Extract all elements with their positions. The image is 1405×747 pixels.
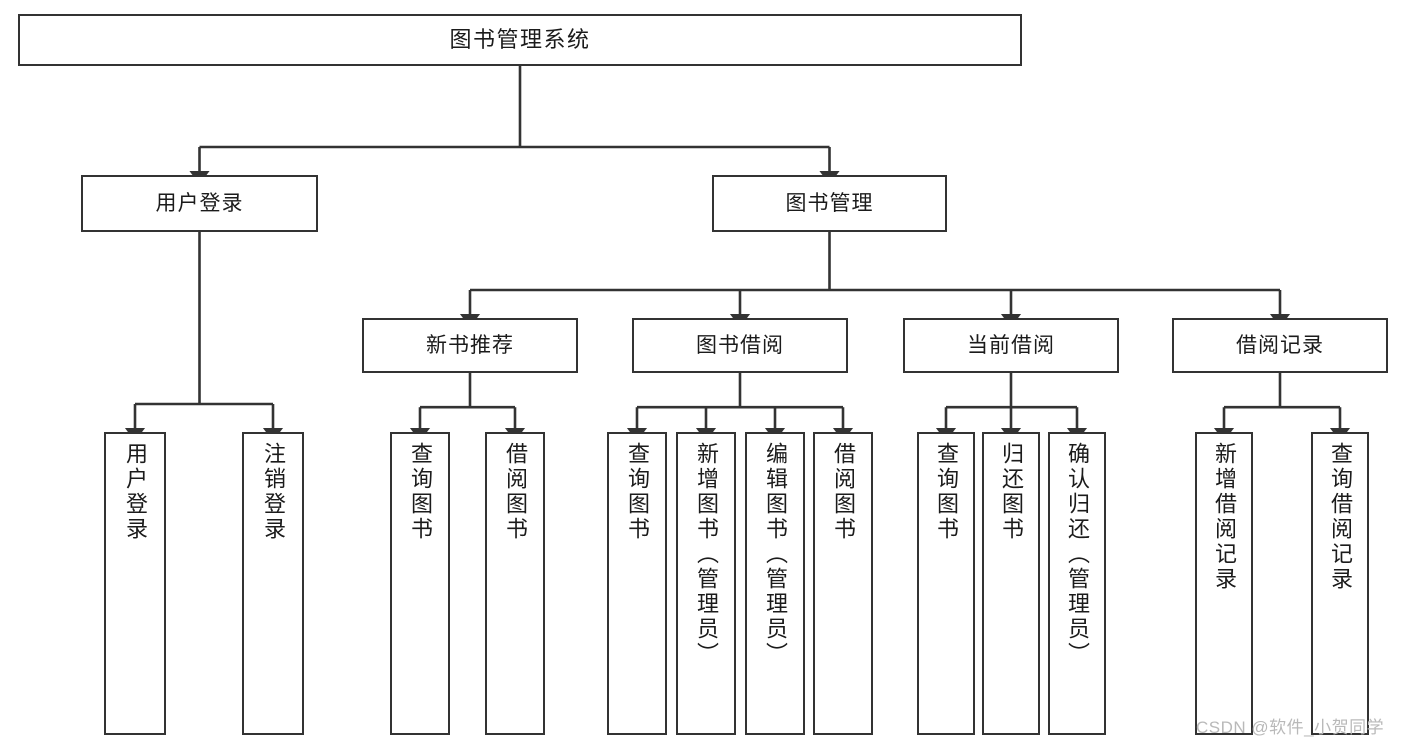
leaf-return-book-label: 归还图书 [999, 442, 1024, 542]
node-user-login[interactable]: 用户登录 [81, 175, 318, 232]
leaf-user-login[interactable]: 用户登录 [104, 432, 166, 735]
edge-bus [946, 373, 1077, 409]
edge-bus [199, 66, 830, 149]
leaf-query-book-3[interactable]: 查询图书 [917, 432, 975, 735]
node-book-borrow-label: 图书借阅 [696, 333, 784, 357]
node-root[interactable]: 图书管理系统 [18, 14, 1022, 66]
leaf-query-book-1-label: 查询图书 [408, 442, 433, 542]
leaf-borrow-book-2[interactable]: 借阅图书 [813, 432, 873, 735]
edge-bus [637, 373, 843, 409]
node-book-manage[interactable]: 图书管理 [712, 175, 947, 232]
leaf-edit-book[interactable]: 编辑图书（管理员） [745, 432, 805, 735]
leaf-confirm-return-label: 确认归还（管理员） [1065, 442, 1090, 667]
leaf-query-book-2-label: 查询图书 [625, 442, 650, 542]
leaf-return-book[interactable]: 归还图书 [982, 432, 1040, 735]
leaf-add-book-label: 新增图书（管理员） [694, 442, 719, 667]
leaf-borrow-book-1-label: 借阅图书 [503, 442, 528, 542]
leaf-add-book[interactable]: 新增图书（管理员） [676, 432, 736, 735]
edge-bus [1224, 373, 1340, 409]
leaf-query-book-1[interactable]: 查询图书 [390, 432, 450, 735]
node-user-login-label: 用户登录 [155, 191, 244, 215]
leaf-add-borrow-record-label: 新增借阅记录 [1212, 442, 1237, 592]
node-current-borrow[interactable]: 当前借阅 [903, 318, 1119, 373]
node-book-borrow[interactable]: 图书借阅 [632, 318, 848, 373]
leaf-query-borrow-record[interactable]: 查询借阅记录 [1311, 432, 1369, 735]
leaf-user-login-label: 用户登录 [123, 442, 148, 542]
leaf-query-borrow-record-label: 查询借阅记录 [1328, 442, 1353, 592]
node-new-book-recommend-label: 新书推荐 [426, 333, 514, 357]
edge-group [124, 66, 1351, 442]
leaf-confirm-return[interactable]: 确认归还（管理员） [1048, 432, 1106, 735]
leaf-query-book-3-label: 查询图书 [934, 442, 959, 542]
node-new-book-recommend[interactable]: 新书推荐 [362, 318, 578, 373]
edge-bus [470, 232, 1280, 292]
node-borrow-record[interactable]: 借阅记录 [1172, 318, 1388, 373]
leaf-logout[interactable]: 注销登录 [242, 432, 304, 735]
csdn-watermark: CSDN @软件_小贺同学 [1196, 718, 1385, 737]
node-root-label: 图书管理系统 [449, 26, 591, 52]
node-current-borrow-label: 当前借阅 [967, 333, 1055, 357]
leaf-query-book-2[interactable]: 查询图书 [607, 432, 667, 735]
leaf-add-borrow-record[interactable]: 新增借阅记录 [1195, 432, 1253, 735]
node-borrow-record-label: 借阅记录 [1236, 333, 1324, 357]
edge-bus [135, 232, 273, 406]
leaf-edit-book-label: 编辑图书（管理员） [763, 442, 788, 667]
leaf-borrow-book-2-label: 借阅图书 [831, 442, 856, 542]
leaf-logout-label: 注销登录 [261, 442, 286, 542]
node-book-manage-label: 图书管理 [785, 191, 874, 215]
leaf-borrow-book-1[interactable]: 借阅图书 [485, 432, 545, 735]
edge-bus [420, 373, 515, 409]
